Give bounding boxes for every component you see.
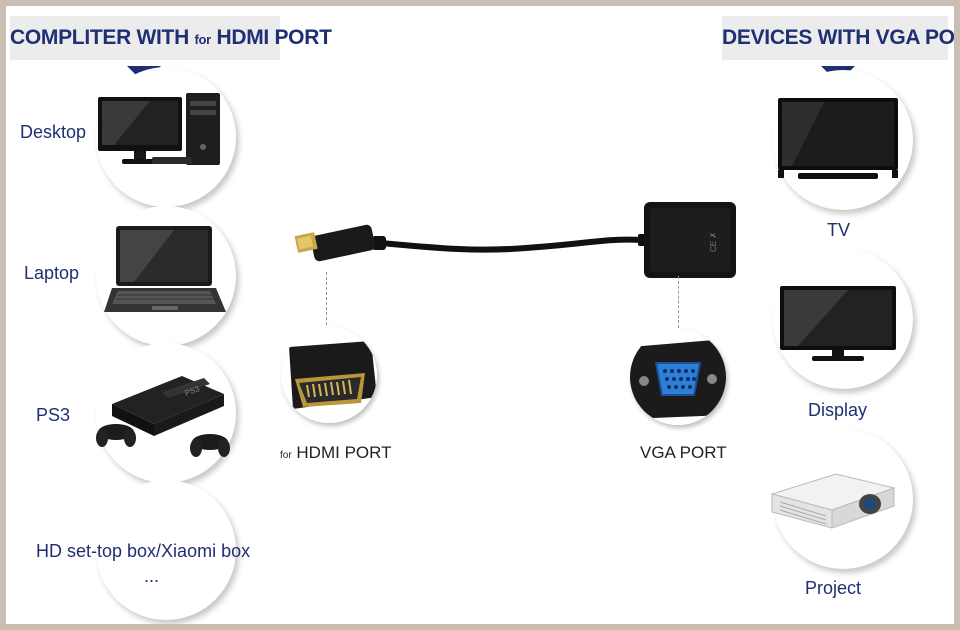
settop-ellipsis: ... xyxy=(144,566,160,586)
ps3-label: PS3 xyxy=(36,405,71,425)
tv-label: TV xyxy=(827,220,851,240)
tv-icon xyxy=(778,98,898,179)
header-left-small-text: for xyxy=(194,32,212,47)
laptop-icon xyxy=(104,226,226,312)
desktop-label: Desktop xyxy=(20,122,87,142)
header-devices-vga: DEVICES WITH VGA PORT xyxy=(722,16,954,60)
desktop-computer-icon xyxy=(98,93,220,165)
hdmi-port-small-text: for xyxy=(280,450,292,461)
settop-label: HD set-top box/Xiaomi box xyxy=(36,541,251,561)
header-left-text-a: COMPLITER WITH xyxy=(10,26,189,49)
header-computers-hdmi: COMPLITER WITH for HDMI PORT xyxy=(10,16,332,60)
svg-text:CE ✗: CE ✗ xyxy=(709,232,718,252)
game-console-icon: PS3 xyxy=(96,376,230,457)
hdmi-vga-adapter-cable: CE ✗ xyxy=(294,202,736,278)
product-diagram: COMPLITER WITH for HDMI PORT DEVICES WIT… xyxy=(6,6,954,624)
vga-port-label: VGA PORT xyxy=(640,443,727,462)
header-left-text-b: HDMI PORT xyxy=(216,26,332,49)
hdmi-plug-closeup-icon xyxy=(281,327,377,423)
vga-connector-line xyxy=(678,276,679,328)
laptop-label: Laptop xyxy=(24,263,80,283)
vga-port-closeup-icon xyxy=(630,329,726,425)
hdmi-port-label: for HDMI PORT xyxy=(280,443,391,463)
display-label: Display xyxy=(808,400,868,420)
projector-label: Project xyxy=(805,578,862,598)
settop-circle xyxy=(96,480,236,620)
hdmi-connector-line xyxy=(326,272,327,330)
hdmi-port-text: HDMI PORT xyxy=(296,443,392,462)
projector-icon xyxy=(770,473,896,529)
monitor-icon xyxy=(780,286,896,361)
